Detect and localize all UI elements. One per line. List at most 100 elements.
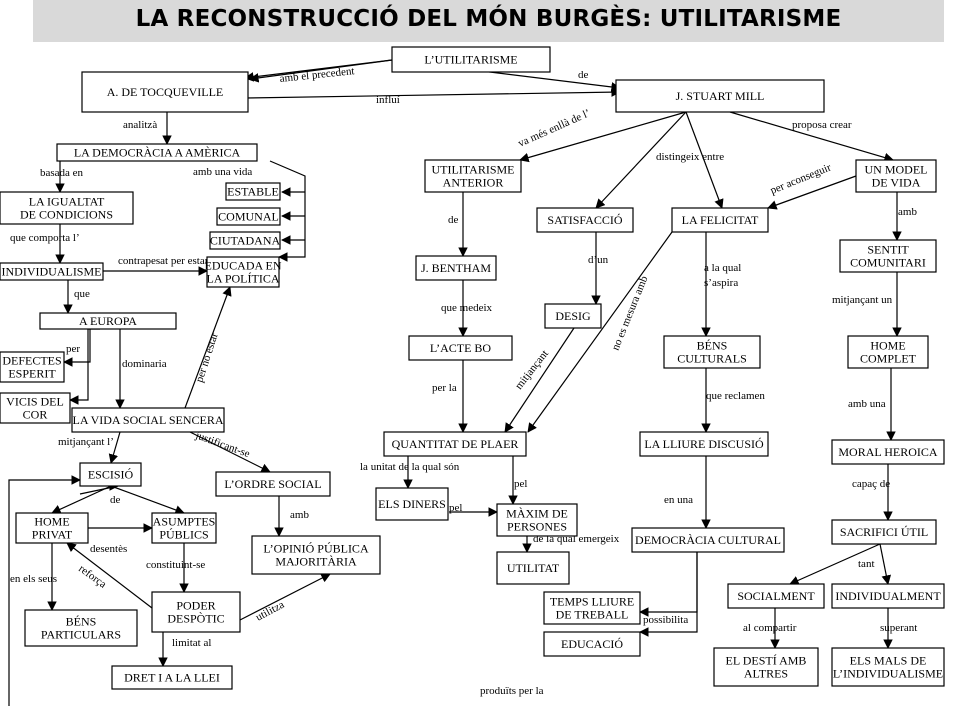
node-utilitat: UTILITAT — [496, 551, 570, 585]
edge-arrow — [767, 175, 857, 210]
node-box — [631, 527, 785, 553]
node-box — [251, 535, 381, 575]
edge-arrow — [184, 286, 232, 409]
node-label: UN MODEL — [865, 163, 928, 177]
edge-label-distingeix-entre: distingeix entre — [656, 151, 724, 163]
node-label: SACRIFICI ÚTIL — [840, 525, 928, 539]
edge-arrow — [527, 231, 673, 433]
edge-label-pel-1: pel — [514, 478, 527, 490]
edge-label-proposa-crear: proposa crear — [792, 119, 852, 131]
title-bar: LA RECONSTRUCCIÓ DEL MÓN BURGÈS: UTILITA… — [33, 0, 944, 42]
edge-arrow — [519, 111, 687, 163]
node-box — [543, 631, 641, 657]
node-diners: ELS DINERS — [375, 487, 449, 521]
node-democracia-cultural: DEMOCRÀCIA CULTURAL — [631, 527, 785, 553]
node-box — [375, 487, 449, 521]
node-label: L’UTILITARISME — [424, 53, 517, 67]
node-label: SOCIALMENT — [737, 589, 815, 603]
edge-label-a-la-qual: a la qual — [704, 262, 741, 274]
edge-label-que-comporta: que comporta l’ — [10, 232, 80, 244]
edge-arrow — [189, 431, 271, 473]
node-box — [79, 462, 142, 487]
edge-arrow — [879, 543, 892, 585]
edge-label-amb-model: amb — [898, 206, 917, 218]
node-label: J. STUART MILL — [676, 89, 765, 103]
node-comunal: COMUNAL — [216, 207, 281, 226]
node-label: EDUCACIÓ — [561, 637, 623, 651]
edge-label-per-aconseguir: per aconseguir — [769, 161, 834, 196]
node-label: MÀXIM DE — [506, 507, 568, 521]
node-label: BÉNS — [697, 339, 728, 353]
edge-label-influi: influí — [376, 94, 400, 106]
edge-arrow — [595, 111, 687, 209]
edge-label-possibilita: possibilita — [643, 614, 688, 626]
edge-label-que-mesura: que medeix — [441, 302, 493, 314]
node-label: QUANTITAT DE PLAER — [392, 437, 519, 451]
edge-label-en-una: en una — [664, 494, 693, 506]
node-label: INDIVIDUALISME — [2, 265, 102, 279]
node-label: COMUNITARI — [850, 256, 926, 270]
edge-arrow — [8, 475, 81, 706]
node-box — [151, 512, 217, 544]
node-label: VICIS DEL — [6, 395, 64, 409]
node-label: ANTERIOR — [443, 176, 504, 190]
node-label: PÚBLICS — [159, 528, 208, 542]
node-box — [639, 431, 769, 457]
node-label: PRIVAT — [32, 528, 73, 542]
node-label: SENTIT — [867, 243, 909, 257]
node-desig: DESIG — [544, 303, 602, 329]
node-box — [536, 207, 634, 233]
node-box — [209, 231, 281, 250]
node-box — [151, 591, 241, 633]
node-box — [0, 351, 65, 383]
edge-arrow — [110, 485, 185, 515]
node-ciutadana: CIUTADANA — [209, 231, 281, 250]
node-label: PODER — [176, 599, 215, 613]
node-box — [831, 647, 945, 687]
edge-label-mitjancant-un: mitjançant un — [832, 294, 893, 306]
node-box — [206, 256, 280, 288]
node-label: L’ORDRE SOCIAL — [224, 477, 321, 491]
edge-arrow — [66, 542, 153, 609]
edge-label-que-reclamen: que reclamen — [706, 390, 765, 402]
node-label: DEMOCRÀCIA CULTURAL — [635, 533, 781, 547]
node-box — [727, 583, 825, 609]
node-label: A. DE TOCQUEVILLE — [107, 85, 224, 99]
node-box — [496, 551, 570, 585]
node-bentham: J. BENTHAM — [415, 255, 497, 281]
edge-arrow — [239, 573, 331, 621]
edge-arrow — [685, 111, 724, 209]
node-box — [831, 583, 945, 609]
node-box — [847, 335, 929, 369]
node-label: EDUCADA EN — [205, 259, 282, 273]
node-label: DESIG — [555, 309, 591, 323]
node-box — [424, 159, 522, 193]
node-label: TEMPS LLIURE — [550, 595, 634, 609]
node-label: COMUNAL — [218, 210, 279, 224]
node-label: DE CONDICIONS — [20, 208, 113, 222]
node-lliure: LA LLIURE DISCUSIÓ — [639, 431, 769, 457]
edges-layer — [8, 59, 902, 706]
node-label: ASUMPTES — [153, 515, 216, 529]
edge-arrow — [79, 483, 119, 495]
edge-arrow — [108, 431, 121, 464]
edge-label-no-es-mesura: no es mesura amb — [610, 274, 651, 352]
edge-label-dominaria: dominaria — [122, 358, 167, 370]
node-label: L’OPINIÓ PÚBLICA — [263, 542, 369, 556]
node-box — [81, 71, 249, 113]
edge-label-contrapesat: contrapesat per estar — [118, 255, 209, 267]
node-mill: J. STUART MILL — [615, 79, 825, 113]
node-label: PERSONES — [507, 520, 567, 534]
edge-label-limitat-al: limitat al — [172, 637, 211, 649]
node-individualisme: INDIVIDUALISME — [0, 262, 104, 281]
node-box — [0, 191, 134, 225]
node-box — [39, 312, 177, 330]
node-label: CIUTADANA — [210, 234, 281, 248]
